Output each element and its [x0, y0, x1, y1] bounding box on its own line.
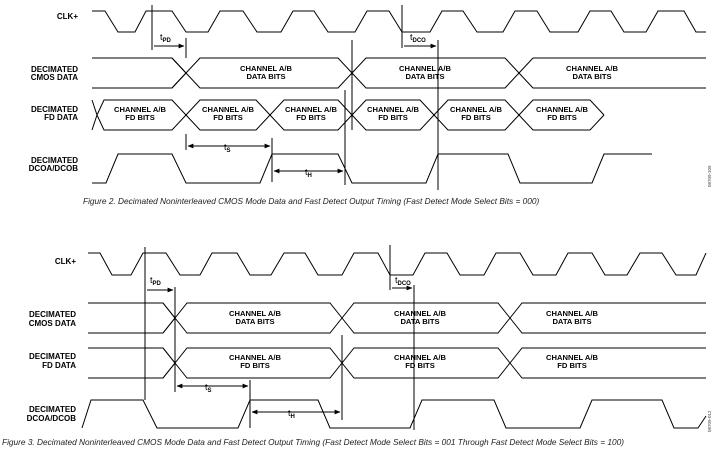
clk-label: CLK+ [57, 12, 78, 21]
fd-bus-fig3-seg-1-line2: FD BITS [240, 361, 270, 370]
figure-3-id: 08709-012 [707, 410, 712, 432]
fd-bus-seg-1-line1: CHANNEL A/B [114, 105, 166, 114]
fd-bus-seg-4-line2: FD BITS [378, 113, 408, 122]
clk-waveform [92, 10, 706, 33]
cmos-bus-seg-2-line2: DATA BITS [405, 72, 444, 81]
figure-3-caption: Figure 3. Decimated Noninterleaved CMOS … [2, 437, 624, 447]
tdco-label: tDCO [410, 32, 426, 44]
th-label: tH [305, 167, 312, 179]
fd-bus-fig3-seg-3-line2: FD BITS [557, 361, 587, 370]
dco-label-fig3-line2: DCOA/DCOB [27, 414, 77, 423]
fd-bus-seg-5-line2: FD BITS [461, 113, 491, 122]
cmos-bus-seg-1-line1: CHANNEL A/B [240, 64, 292, 73]
tpd-label-fig3: tPD [150, 275, 162, 287]
fd-bus-fig3-seg-2-line1: CHANNEL A/B [394, 353, 446, 362]
figure-2-caption: Figure 2. Decimated Noninterleaved CMOS … [83, 196, 539, 206]
ts-label-fig3: tS [205, 382, 212, 394]
fd-data-label-line1: DECIMATED [31, 105, 78, 114]
fd-bus-fig3-seg-2-line2: FD BITS [405, 361, 435, 370]
dco-label-fig3-line1: DECIMATED [29, 405, 76, 414]
cmos-data-label-line2: CMOS DATA [31, 73, 78, 82]
cmos-bus-fig3-seg-2-line2: DATA BITS [400, 317, 439, 326]
cmos-bus-fig3-seg-3-line1: CHANNEL A/B [546, 309, 598, 318]
th-label-fig3: tH [288, 408, 295, 420]
dco-label-line1: DECIMATED [31, 156, 78, 165]
figure-2-id: 08709-109 [707, 165, 712, 187]
fd-bus-seg-4-line1: CHANNEL A/B [367, 105, 419, 114]
dco-label-line2: DCOA/DCOB [29, 164, 79, 173]
fd-data-label-line2: FD DATA [44, 113, 78, 122]
cmos-data-label-fig3-line1: DECIMATED [29, 310, 76, 319]
fd-data-bus [91, 99, 605, 131]
cmos-bus-seg-2-line1: CHANNEL A/B [399, 64, 451, 73]
fd-bus-seg-2-line2: FD BITS [213, 113, 243, 122]
fd-bus-seg-5-line1: CHANNEL A/B [450, 105, 502, 114]
fd-data-label-fig3-line2: FD DATA [42, 361, 76, 370]
cmos-data-bus [92, 57, 706, 89]
dco-waveform [92, 153, 652, 184]
cmos-data-label-fig3-line2: CMOS DATA [29, 319, 76, 328]
cmos-data-bus-fig3 [88, 302, 706, 334]
fd-bus-seg-3-line2: FD BITS [296, 113, 326, 122]
cmos-bus-seg-3-line1: CHANNEL A/B [566, 64, 618, 73]
tdco-label-fig3: tDCO [395, 275, 411, 287]
fd-bus-seg-1-line2: FD BITS [125, 113, 155, 122]
fd-bus-seg-3-line1: CHANNEL A/B [285, 105, 337, 114]
clk-label-fig3: CLK+ [55, 257, 76, 266]
cmos-data-label-line1: DECIMATED [31, 65, 78, 74]
fd-bus-fig3-seg-3-line1: CHANNEL A/B [546, 353, 598, 362]
fd-bus-fig3-seg-1-line1: CHANNEL A/B [229, 353, 281, 362]
cmos-bus-fig3-seg-1-line1: CHANNEL A/B [229, 309, 281, 318]
cmos-bus-seg-1-line2: DATA BITS [246, 72, 285, 81]
dco-waveform-fig3 [81, 399, 707, 429]
ts-label: tS [224, 142, 231, 154]
fd-bus-seg-6-line1: CHANNEL A/B [536, 105, 588, 114]
tpd-label: tPD [160, 32, 172, 44]
figure-2: CLK+ DECIMATED CMOS DATA DECIMATED FD DA… [29, 5, 712, 206]
fd-data-label-fig3-line1: DECIMATED [29, 352, 76, 361]
figure-3: CLK+ DECIMATED CMOS DATA DECIMATED FD DA… [2, 245, 712, 447]
cmos-bus-seg-3-line2: DATA BITS [572, 72, 611, 81]
cmos-bus-fig3-seg-3-line2: DATA BITS [552, 317, 591, 326]
fd-bus-seg-6-line2: FD BITS [547, 113, 577, 122]
cmos-bus-fig3-seg-1-line2: DATA BITS [235, 317, 274, 326]
fd-bus-seg-2-line1: CHANNEL A/B [202, 105, 254, 114]
clk-waveform-fig3 [88, 252, 707, 276]
cmos-bus-fig3-seg-2-line1: CHANNEL A/B [394, 309, 446, 318]
